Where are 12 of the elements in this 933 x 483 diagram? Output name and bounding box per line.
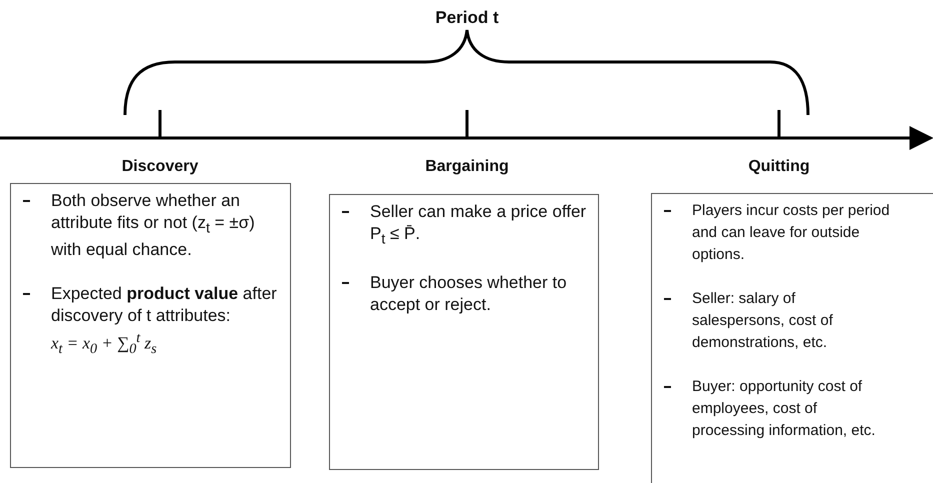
formula-text: x$_{t}$ = x$_{0}$ + ∑$_{0}$$^{t}$ z$_{s}$ [50, 329, 158, 360]
period-title: Period t [435, 8, 499, 28]
stage-heading: Bargaining [425, 158, 509, 176]
stage-heading: Quitting [748, 158, 810, 176]
stage-heading: Discovery [122, 158, 198, 176]
bullet-text: Expected product value after discovery of t attributes: [11, 283, 286, 328]
bullet-text: Seller can make a price offer P$_{t}$ ≤ P̄. [330, 201, 594, 250]
bullet-text: Seller: salary of salespersons, cost of demonstrations, etc. [652, 288, 890, 354]
bullet-text: Buyer chooses whether to accept or reject. [330, 272, 594, 316]
bullet-text: Players incur costs per period and can leave for outside options. [652, 200, 890, 266]
bullet-text: Both observe whether an attribute fits or not (z$_{t}$ = ±σ) with equal chance. [11, 190, 286, 262]
bullet-text: Buyer: opportunity cost of employees, cost of processing information, etc. [652, 376, 890, 442]
